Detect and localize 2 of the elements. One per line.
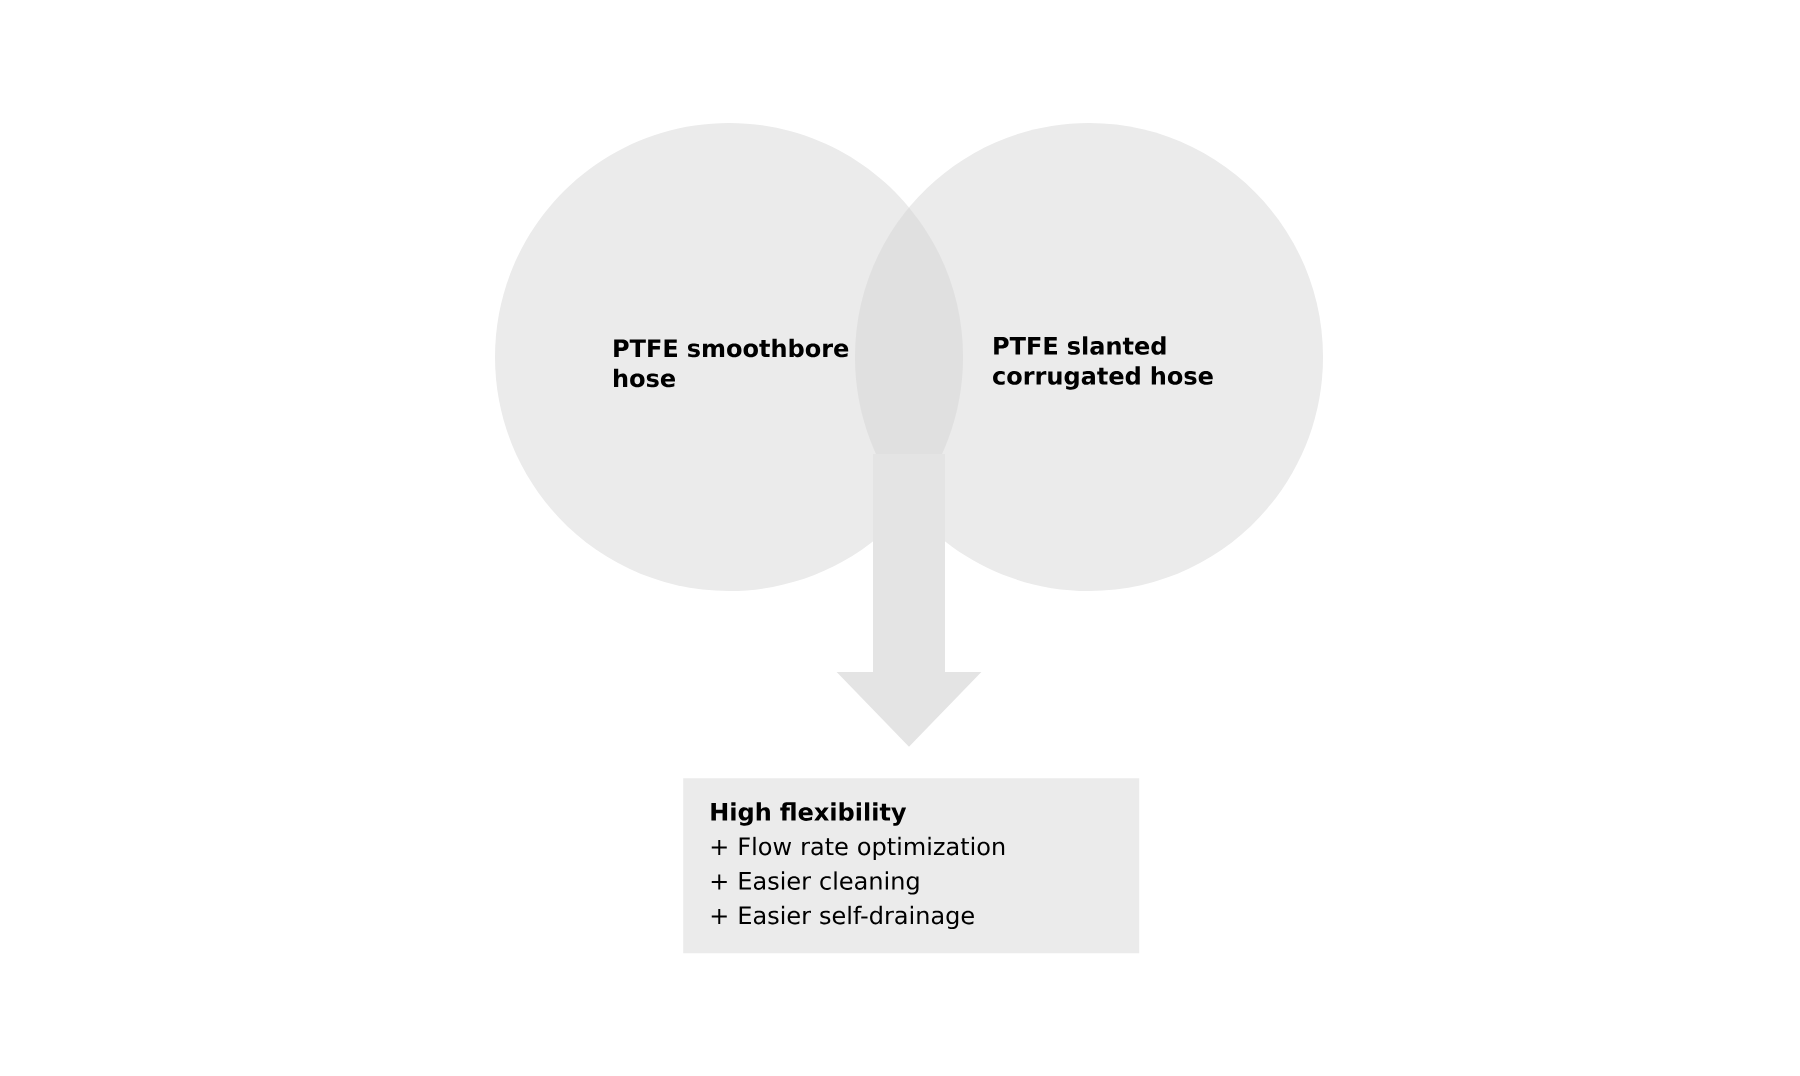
node-label: PTFE slanted corrugated hose [993, 336, 1213, 390]
text-box: High flexibility + Flow rate optimization + Easier cleaning + Easier self-drainage [683, 778, 1140, 954]
